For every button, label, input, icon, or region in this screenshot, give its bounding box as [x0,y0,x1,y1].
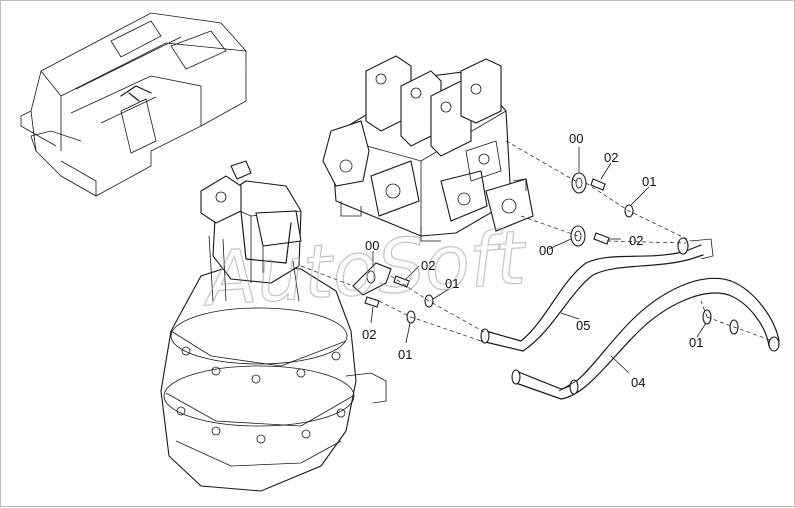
leader-lines [300,140,774,374]
part-labels: 00 02 01 00 02 00 02 01 02 01 05 04 01 [362,131,703,390]
excavator-thumbnail [20,12,247,197]
hose-04 [511,277,780,400]
label-01-upper: 01 [642,174,656,189]
label-00-left: 00 [365,238,379,253]
label-01-left-b: 01 [398,347,412,362]
label-02-upper: 02 [604,150,618,165]
hose-05 [480,237,714,352]
control-valve-block [322,55,534,242]
label-02-mid: 02 [629,233,643,248]
label-04: 04 [631,375,645,390]
fittings [352,172,739,335]
label-00-upper: 00 [569,131,583,146]
label-02-left-b: 02 [362,327,376,342]
swing-motor-assembly [160,160,387,492]
label-01-right: 01 [689,335,703,350]
bolt-upper [590,178,606,191]
label-01-left-a: 01 [445,276,459,291]
label-05: 05 [576,318,590,333]
label-00-mid: 00 [539,243,553,258]
label-02-left-a: 02 [421,258,435,273]
